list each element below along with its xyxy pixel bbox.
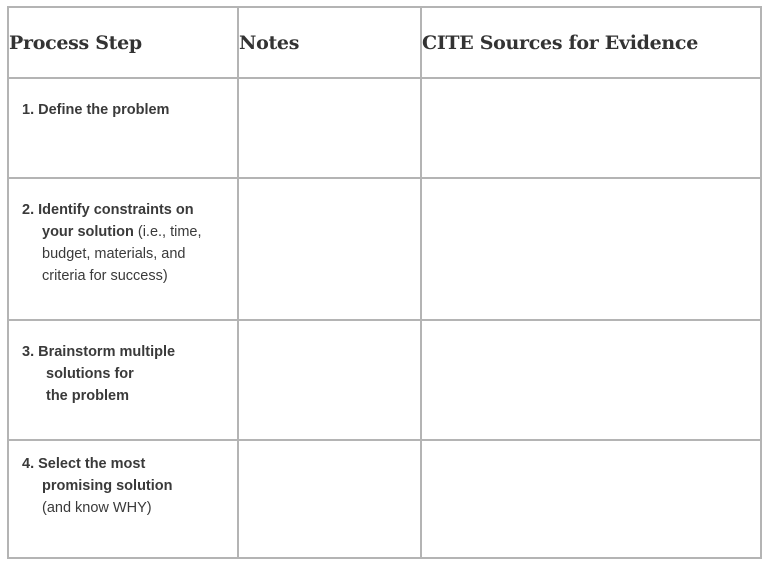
step-2-note: (i.e., time, (133, 224, 202, 240)
process-worksheet-table: Process Step Notes CITE Sources for Evid… (7, 6, 762, 559)
header-row: Process Step Notes CITE Sources for Evid… (7, 6, 762, 79)
step-4-label-cont: promising solution (42, 478, 173, 494)
header-cite-sources: CITE Sources for Evidence (420, 6, 762, 79)
header-notes: Notes (237, 6, 422, 79)
header-process-step: Process Step (7, 6, 239, 79)
notes-cell-3[interactable] (237, 319, 422, 441)
step-4-label: 4. Select the most (22, 456, 146, 472)
notes-cell-2[interactable] (237, 177, 422, 321)
step-3-label-cont: solutions for (46, 366, 134, 382)
step-1-label: 1. Define the problem (22, 102, 170, 118)
step-2-note-end: criteria for success) (42, 268, 168, 284)
sources-cell-3[interactable] (420, 319, 762, 441)
table-row: 1. Define the problem (7, 77, 762, 179)
notes-cell-4[interactable] (237, 439, 422, 559)
table-row: 2. Identify constraints on your solution… (7, 177, 762, 321)
step-3-label-end: the problem (46, 388, 129, 404)
step-cell: 4. Select the most promising solution (a… (7, 439, 239, 559)
sources-cell-1[interactable] (420, 77, 762, 179)
step-2-note-cont: budget, materials, and (42, 246, 186, 262)
notes-cell-1[interactable] (237, 77, 422, 179)
step-3-label: 3. Brainstorm multiple (22, 344, 176, 360)
step-2-label-cont: your solution (42, 224, 134, 240)
step-cell: 2. Identify constraints on your solution… (7, 177, 239, 321)
step-4-note: (and know WHY) (42, 500, 152, 516)
table-row: 4. Select the most promising solution (a… (7, 439, 762, 559)
sources-cell-4[interactable] (420, 439, 762, 559)
step-cell: 1. Define the problem (7, 77, 239, 179)
sources-cell-2[interactable] (420, 177, 762, 321)
table-row: 3. Brainstorm multiple solutions for the… (7, 319, 762, 441)
step-cell: 3. Brainstorm multiple solutions for the… (7, 319, 239, 441)
step-2-label: 2. Identify constraints on (22, 202, 194, 218)
